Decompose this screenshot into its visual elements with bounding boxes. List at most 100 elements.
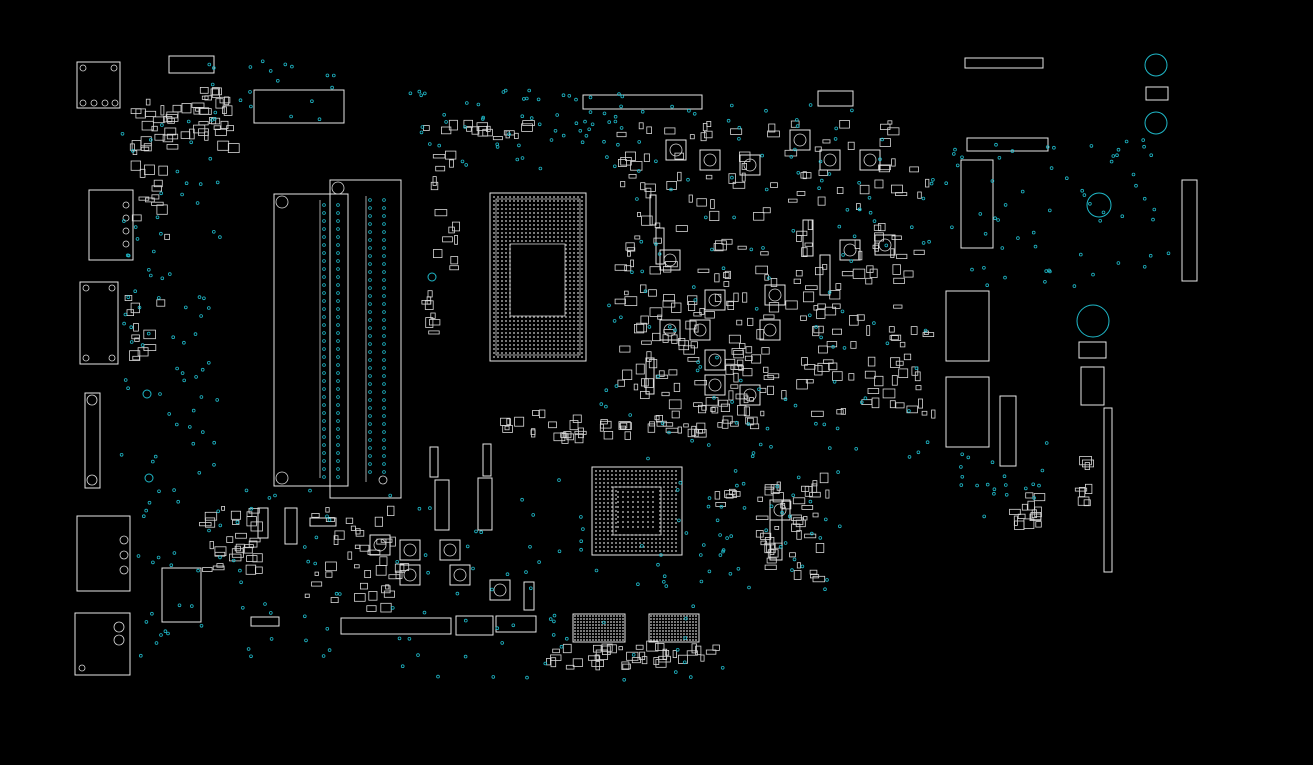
smd-component[interactable]: [744, 355, 753, 361]
smd-component[interactable]: [861, 399, 873, 406]
smd-component[interactable]: [866, 325, 871, 336]
power-inductor[interactable]: [874, 234, 896, 256]
smd-component[interactable]: [622, 663, 631, 670]
smd-component[interactable]: [714, 273, 720, 283]
memory-chip-1[interactable]: [572, 613, 626, 643]
smd-component[interactable]: [448, 119, 458, 131]
power-inductor[interactable]: [704, 349, 726, 371]
smd-component[interactable]: [569, 420, 579, 431]
smd-component[interactable]: [485, 125, 491, 132]
smd-component[interactable]: [677, 426, 682, 434]
touchpad-connector[interactable]: [964, 57, 1044, 69]
power-inductor[interactable]: [659, 319, 681, 341]
smd-component[interactable]: [882, 388, 896, 399]
smd-component[interactable]: [766, 557, 777, 564]
smd-component[interactable]: [430, 181, 439, 191]
smd-component[interactable]: [854, 239, 861, 249]
smd-component[interactable]: [840, 407, 846, 415]
smd-component[interactable]: [226, 536, 234, 543]
smd-component[interactable]: [619, 345, 631, 353]
smd-component[interactable]: [865, 277, 873, 285]
power-inductor[interactable]: [764, 284, 786, 306]
capacitor[interactable]: [477, 477, 493, 531]
smd-component[interactable]: [714, 491, 721, 500]
smd-component[interactable]: [832, 328, 843, 335]
smd-component[interactable]: [466, 126, 472, 132]
smd-component[interactable]: [922, 332, 935, 337]
right-edge-connector[interactable]: [1181, 179, 1198, 282]
smd-component[interactable]: [633, 383, 639, 391]
smd-component[interactable]: [822, 264, 828, 270]
components-layer[interactable]: [124, 87, 1095, 671]
smd-component[interactable]: [553, 432, 566, 442]
smd-component[interactable]: [624, 431, 631, 440]
smd-component[interactable]: [695, 645, 702, 656]
smd-component[interactable]: [776, 481, 781, 491]
smd-component[interactable]: [131, 214, 142, 222]
smd-component[interactable]: [701, 405, 707, 411]
power-inductor[interactable]: [699, 149, 721, 171]
smd-component[interactable]: [434, 209, 448, 217]
smd-component[interactable]: [364, 570, 371, 579]
smd-component[interactable]: [160, 105, 165, 116]
smd-component[interactable]: [712, 644, 720, 651]
smd-component[interactable]: [890, 357, 901, 368]
smd-component[interactable]: [891, 184, 903, 194]
smd-component[interactable]: [796, 230, 808, 236]
smd-component[interactable]: [668, 399, 682, 410]
smd-component[interactable]: [381, 585, 391, 594]
smd-component[interactable]: [325, 571, 333, 578]
smd-component[interactable]: [801, 485, 810, 492]
smd-component[interactable]: [618, 158, 627, 167]
capacitor[interactable]: [819, 254, 831, 296]
smd-component[interactable]: [640, 182, 646, 191]
smd-component[interactable]: [1077, 496, 1090, 506]
smd-component[interactable]: [711, 406, 719, 414]
smd-component[interactable]: [812, 512, 819, 518]
smd-component[interactable]: [661, 391, 670, 397]
bottom-connector-1[interactable]: [340, 617, 452, 635]
smd-component[interactable]: [383, 590, 395, 598]
smd-component[interactable]: [428, 330, 440, 335]
smd-component[interactable]: [164, 127, 177, 136]
lcd-connector[interactable]: [1103, 407, 1113, 573]
smd-component[interactable]: [463, 119, 473, 128]
smd-component[interactable]: [368, 591, 378, 601]
smd-component[interactable]: [880, 123, 891, 130]
header-top[interactable]: [168, 55, 215, 74]
smd-component[interactable]: [245, 564, 257, 575]
smd-component[interactable]: [737, 245, 747, 250]
smd-component[interactable]: [691, 643, 697, 654]
smd-component[interactable]: [739, 151, 751, 162]
smd-component[interactable]: [156, 299, 166, 307]
smd-component[interactable]: [626, 247, 636, 252]
smd-component[interactable]: [134, 337, 140, 342]
smd-component[interactable]: [645, 187, 652, 199]
smd-component[interactable]: [791, 523, 801, 532]
smd-component[interactable]: [424, 300, 434, 310]
smd-component[interactable]: [353, 564, 360, 569]
smd-component[interactable]: [521, 123, 533, 132]
smd-component[interactable]: [217, 140, 230, 151]
smd-component[interactable]: [380, 602, 392, 613]
smd-component[interactable]: [208, 117, 217, 125]
smd-component[interactable]: [751, 354, 762, 364]
smd-component[interactable]: [647, 423, 656, 433]
smd-component[interactable]: [804, 242, 813, 247]
smd-component[interactable]: [395, 570, 403, 579]
smd-component[interactable]: [732, 181, 746, 189]
smd-component[interactable]: [687, 356, 700, 362]
smd-component[interactable]: [848, 373, 855, 381]
smd-component[interactable]: [648, 289, 657, 297]
smd-component[interactable]: [832, 303, 841, 309]
battery-connector[interactable]: [966, 137, 1049, 152]
smd-component[interactable]: [250, 521, 263, 532]
smd-component[interactable]: [696, 422, 706, 434]
smd-component[interactable]: [841, 271, 854, 277]
smd-component[interactable]: [745, 346, 753, 354]
smd-component[interactable]: [742, 292, 748, 303]
audio-jack[interactable]: [74, 612, 131, 676]
smd-component[interactable]: [889, 400, 896, 409]
smd-component[interactable]: [158, 165, 168, 176]
smd-component[interactable]: [636, 322, 647, 333]
